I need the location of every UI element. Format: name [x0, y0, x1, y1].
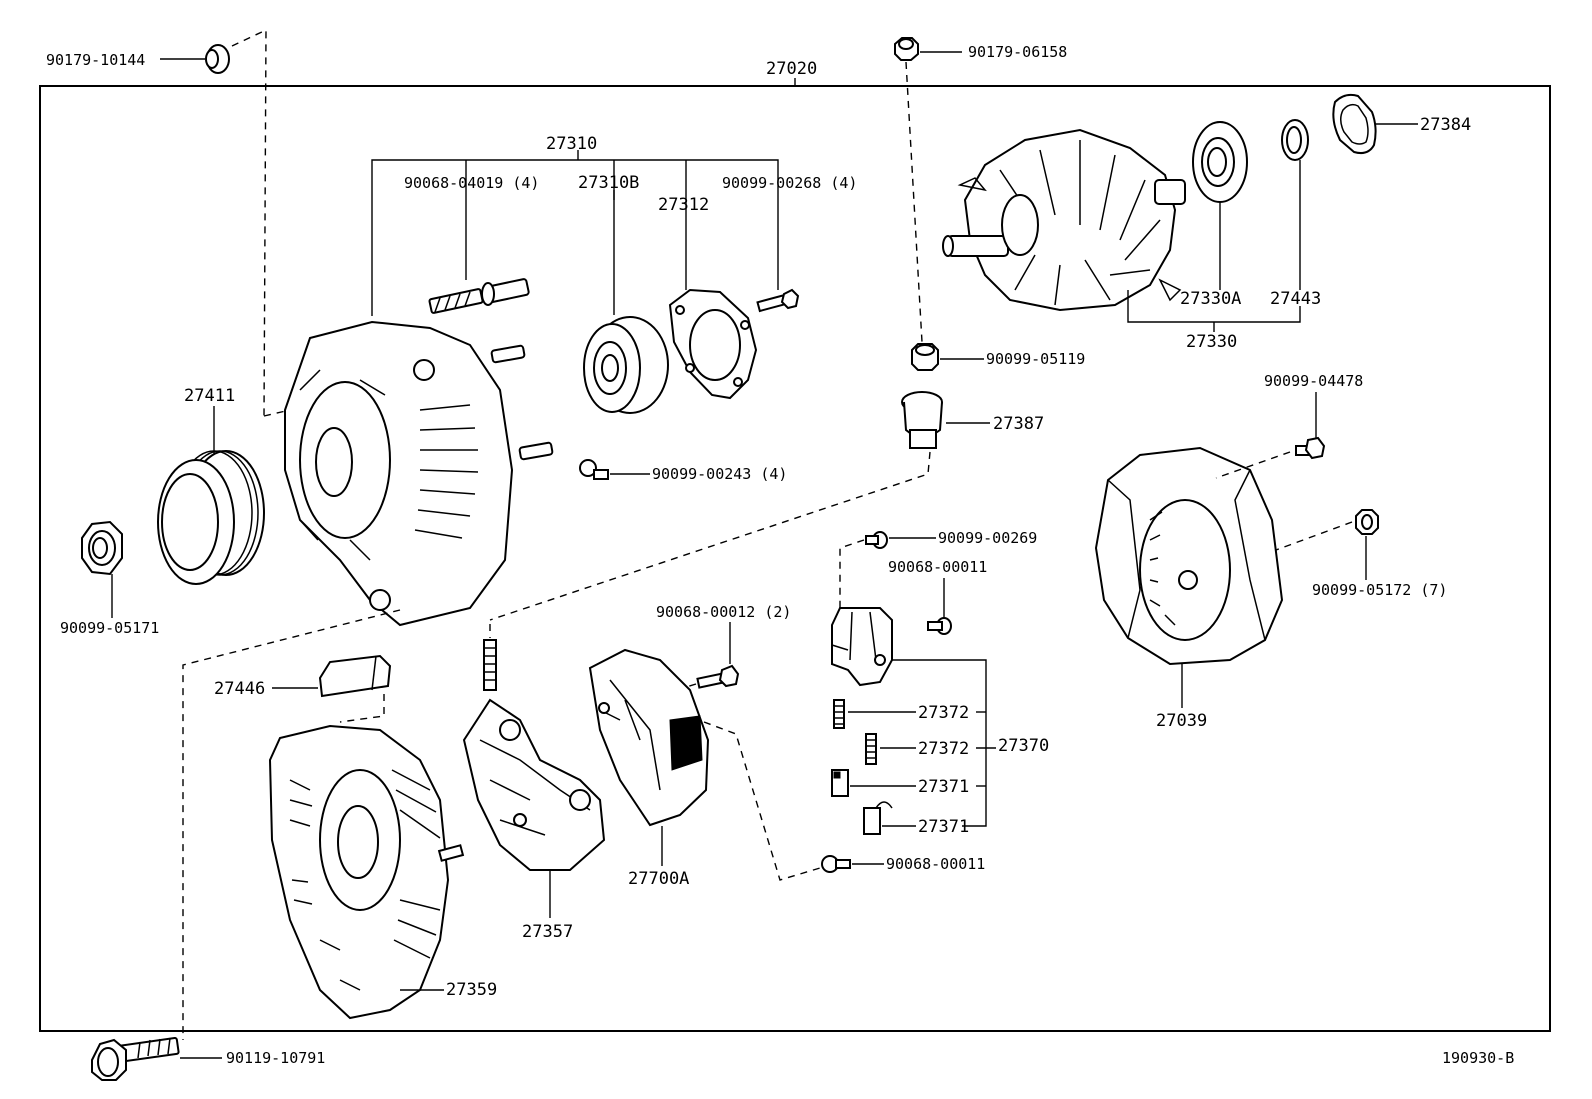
label-90099-05172: 90099-05172 (7): [1312, 581, 1447, 599]
label-90179-10144: 90179-10144: [46, 51, 145, 69]
label-27330: 27330: [1186, 332, 1237, 352]
bearing-27330A[interactable]: [1192, 121, 1248, 203]
figure-code: 190930-B: [1442, 1049, 1514, 1067]
drive-end-frame-27310[interactable]: [284, 320, 554, 627]
rear-end-cover-27039[interactable]: [1094, 446, 1284, 666]
label-27310B: 27310B: [578, 173, 639, 193]
label-27312: 27312: [658, 195, 709, 215]
label-27443: 27443: [1270, 289, 1321, 309]
label-90068-04019: 90068-04019 (4): [404, 174, 539, 192]
screw-90068-00012[interactable]: [696, 664, 740, 689]
label-90068-00011-bottom: 90068-00011: [886, 855, 985, 873]
label-27020: 27020: [766, 59, 817, 79]
label-90099-00269: 90099-00269: [938, 529, 1037, 547]
label-90068-00011-top: 90068-00011: [888, 558, 987, 576]
label-27372-b: 27372: [918, 739, 969, 759]
screw-90068-00011-a[interactable]: [927, 617, 952, 635]
nut-90179-06158[interactable]: [894, 37, 919, 61]
rear-frame-27359[interactable]: [268, 724, 465, 1020]
label-27411: 27411: [184, 386, 235, 406]
label-90099-05171: 90099-05171: [60, 619, 159, 637]
regulator-27700A[interactable]: [588, 648, 710, 827]
bearing-27310B[interactable]: [583, 316, 669, 414]
label-90099-04478: 90099-04478: [1264, 372, 1363, 390]
screw-90099-04478[interactable]: [1295, 436, 1326, 460]
spring-27372-b[interactable]: [865, 733, 877, 765]
rectifier-27357[interactable]: [462, 639, 606, 871]
label-90099-00243: 90099-00243 (4): [652, 465, 787, 483]
assembly-frame: [39, 85, 1551, 1032]
rotor-assembly[interactable]: [942, 128, 1186, 312]
screw-90099-00268[interactable]: [756, 288, 800, 313]
label-90068-00012: 90068-00012 (2): [656, 603, 791, 621]
label-27371-a: 27371: [918, 777, 969, 797]
label-27039: 27039: [1156, 711, 1207, 731]
label-90099-05119: 90099-05119: [986, 350, 1085, 368]
cover-27384[interactable]: [1332, 93, 1377, 155]
label-27371-b: 27371: [918, 817, 969, 837]
nut-90099-05172[interactable]: [1355, 509, 1379, 535]
nut-90099-05119[interactable]: [911, 343, 939, 371]
insulator-27446[interactable]: [318, 654, 392, 698]
label-27357: 27357: [522, 922, 573, 942]
label-27310: 27310: [546, 134, 597, 154]
label-27359: 27359: [446, 980, 497, 1000]
brush-27371-a[interactable]: [831, 769, 849, 797]
label-90119-10791: 90119-10791: [226, 1049, 325, 1067]
brush-27371-b[interactable]: [863, 801, 893, 835]
label-90179-06158: 90179-06158: [968, 43, 1067, 61]
screw-90099-00243[interactable]: [579, 459, 609, 480]
label-27330A: 27330A: [1180, 289, 1241, 309]
label-27370: 27370: [998, 736, 1049, 756]
stud-bolt-90068-04019[interactable]: [428, 278, 530, 314]
label-27384: 27384: [1420, 115, 1471, 135]
label-27700A: 27700A: [628, 869, 689, 889]
retainer-plate-27312[interactable]: [668, 288, 758, 400]
label-27446: 27446: [214, 679, 265, 699]
label-27387: 27387: [993, 414, 1044, 434]
screw-90068-00011-b[interactable]: [821, 855, 851, 873]
bolt-90119-10791[interactable]: [91, 1037, 180, 1081]
washer-27443[interactable]: [1281, 119, 1309, 161]
pulley-27411[interactable]: [157, 450, 265, 585]
nut-90099-05171[interactable]: [81, 520, 123, 576]
label-27372-a: 27372: [918, 703, 969, 723]
bolt-90179-10144[interactable]: [205, 44, 230, 74]
label-90099-00268: 90099-00268 (4): [722, 174, 857, 192]
spring-27372-a[interactable]: [833, 699, 845, 729]
screw-90099-00269[interactable]: [865, 531, 888, 549]
brush-holder-27370[interactable]: [831, 607, 893, 687]
bushing-27387[interactable]: [901, 391, 943, 449]
